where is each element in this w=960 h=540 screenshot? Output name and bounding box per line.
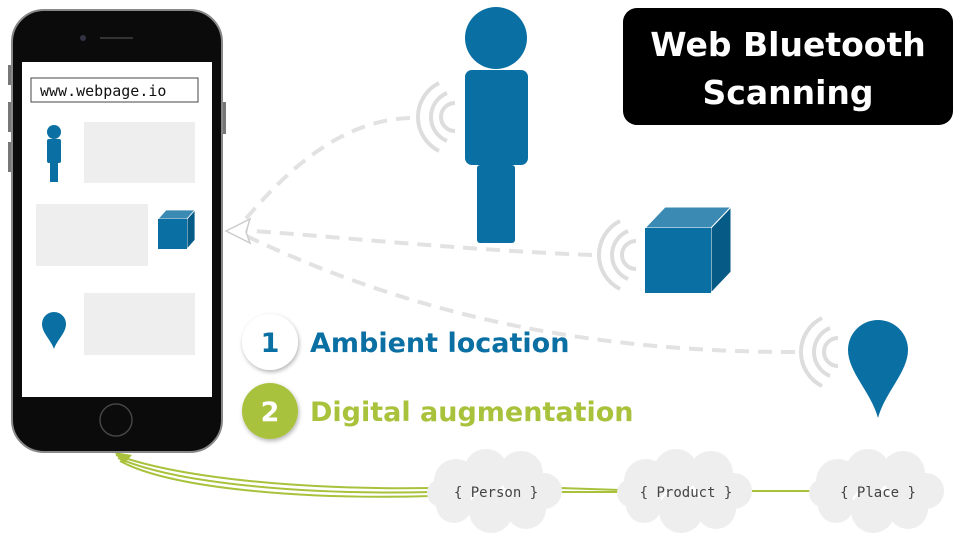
green-arrowhead-icon [114, 452, 132, 464]
cloud-person-label: { Person } [454, 485, 538, 501]
cloud-product-label: { Product } [640, 485, 733, 501]
home-button[interactable] [99, 403, 133, 437]
person-signal-icon [415, 81, 457, 153]
product-signal-line [237, 228, 593, 257]
person-signal-line [236, 116, 411, 230]
step-2-number: 2 [261, 397, 280, 428]
phone-cube-icon [157, 208, 196, 251]
place-content-placeholder [84, 293, 195, 355]
phone-pin-icon [42, 312, 66, 349]
product-content-placeholder [36, 204, 148, 266]
map-pin-icon [848, 320, 908, 418]
phone-person-icon [47, 125, 61, 182]
cube-icon [643, 205, 733, 295]
person-icon [465, 7, 528, 243]
url-text: www.webpage.io [40, 82, 166, 100]
step-1: 1 Ambient location [242, 314, 569, 370]
title-box: Web Bluetooth Scanning [623, 8, 953, 125]
signal-lines [236, 116, 796, 354]
arrowhead-icon [224, 217, 252, 245]
title-line1: Web Bluetooth [650, 25, 925, 64]
step-2: 2 Digital augmentation [242, 383, 634, 439]
step-2-label: Digital augmentation [310, 397, 634, 428]
title-line2: Scanning [702, 73, 873, 112]
product-signal-icon [596, 219, 638, 291]
cloud-place-label: { Place } [840, 485, 916, 501]
step-1-number: 1 [261, 328, 280, 359]
phone: www.webpage.io [8, 9, 226, 453]
place-signal-line [237, 230, 796, 354]
person-content-placeholder [84, 122, 195, 183]
place-signal-icon [798, 316, 840, 388]
step-1-label: Ambient location [310, 328, 569, 359]
augmentation-lines [115, 454, 810, 498]
url-bar[interactable] [30, 77, 199, 103]
